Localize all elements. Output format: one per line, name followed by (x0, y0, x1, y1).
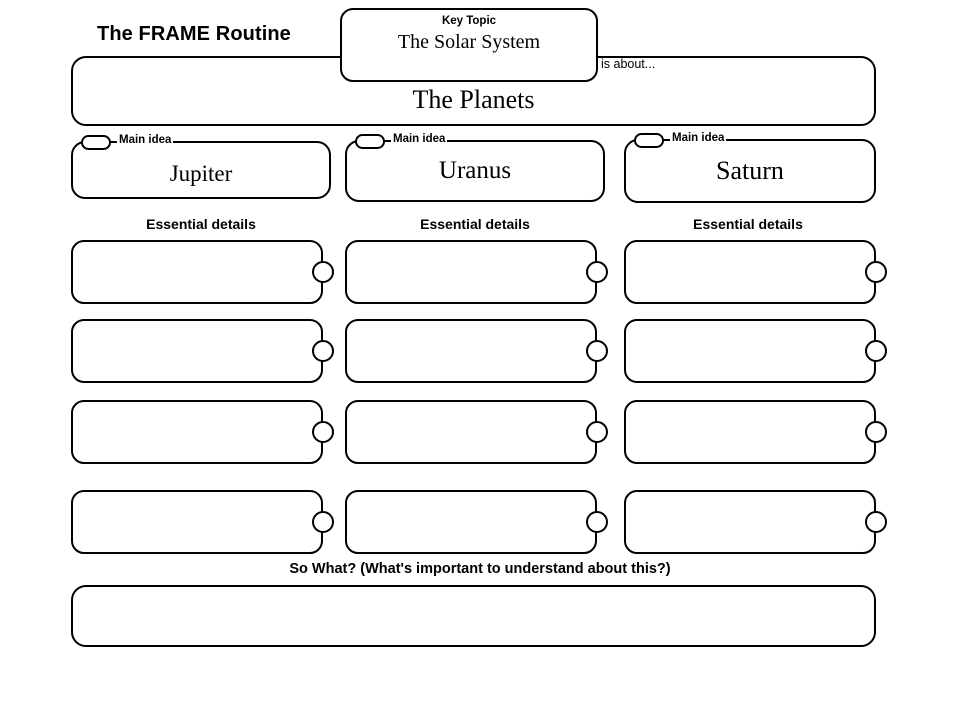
detail-box-3-2[interactable] (624, 319, 876, 383)
essential-details-label-2: Essential details (420, 216, 530, 232)
detail-box-2-3[interactable] (345, 400, 597, 464)
main-idea-label-1: Main idea (117, 134, 174, 148)
detail-box-3-3[interactable] (624, 400, 876, 464)
main-idea-box-1[interactable]: Main idea Jupiter (71, 134, 331, 199)
is-about-label: is about... (601, 57, 656, 71)
main-topic-value[interactable]: The Planets (412, 85, 535, 114)
detail-knob-icon-2-1 (586, 261, 608, 283)
key-topic-label: Key Topic (441, 15, 497, 27)
detail-knob-icon-2-2 (586, 340, 608, 362)
so-what-label: So What? (What's important to understand… (289, 561, 671, 577)
detail-box-1-3[interactable] (71, 400, 323, 464)
detail-knob-icon-1-4 (312, 511, 334, 533)
detail-knob-icon-2-3 (586, 421, 608, 443)
detail-knob-icon-1-2 (312, 340, 334, 362)
detail-box-2-2[interactable] (345, 319, 597, 383)
essential-details-label-1: Essential details (146, 216, 256, 232)
detail-knob-icon-1-1 (312, 261, 334, 283)
detail-knob-icon-3-2 (865, 340, 887, 362)
main-idea-label-2: Main idea (391, 133, 448, 147)
key-topic-value[interactable]: The Solar System (397, 31, 541, 53)
page-title: The FRAME Routine (97, 23, 291, 45)
main-idea-label-3: Main idea (670, 132, 727, 146)
detail-knob-icon-3-3 (865, 421, 887, 443)
main-idea-value-2[interactable]: Uranus (438, 157, 512, 184)
detail-knob-icon-2-4 (586, 511, 608, 533)
detail-knob-icon-3-1 (865, 261, 887, 283)
key-topic-box[interactable]: Key Topic The Solar System (340, 8, 598, 82)
essential-details-label-3: Essential details (693, 216, 803, 232)
detail-knob-icon-1-3 (312, 421, 334, 443)
detail-box-3-1[interactable] (624, 240, 876, 304)
detail-box-2-1[interactable] (345, 240, 597, 304)
detail-box-3-4[interactable] (624, 490, 876, 554)
detail-box-1-4[interactable] (71, 490, 323, 554)
main-idea-value-1[interactable]: Jupiter (169, 161, 233, 186)
detail-box-1-2[interactable] (71, 319, 323, 383)
main-idea-box-2[interactable]: Main idea Uranus (345, 133, 605, 202)
main-idea-pill-icon-2 (355, 134, 385, 149)
main-idea-value-3[interactable]: Saturn (716, 156, 784, 185)
main-idea-box-3[interactable]: Main idea Saturn (624, 132, 876, 203)
detail-box-1-1[interactable] (71, 240, 323, 304)
detail-knob-icon-3-4 (865, 511, 887, 533)
so-what-box[interactable] (71, 585, 876, 647)
main-idea-pill-icon-3 (634, 133, 664, 148)
detail-box-2-4[interactable] (345, 490, 597, 554)
main-idea-pill-icon-1 (81, 135, 111, 150)
